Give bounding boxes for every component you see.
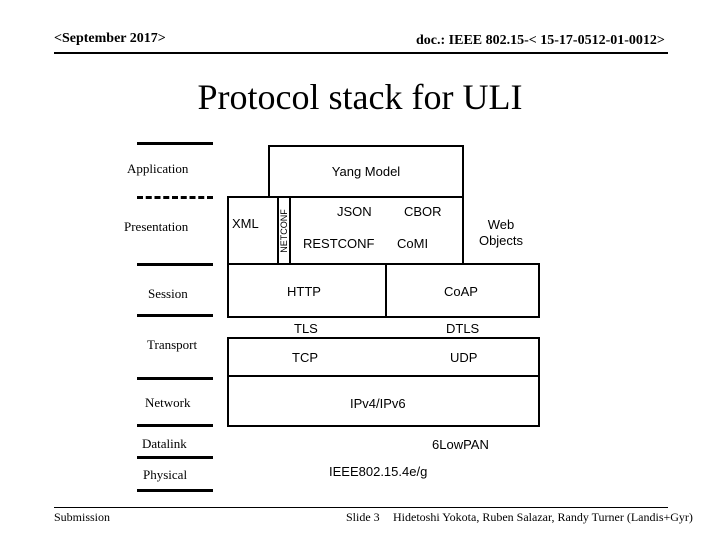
footer-submission: Submission bbox=[54, 510, 111, 524]
layer-network: Network bbox=[145, 395, 191, 410]
xml-label: XML bbox=[232, 216, 259, 231]
restconf-label: RESTCONF bbox=[303, 236, 375, 251]
ipv4-ipv6-label: IPv4/IPv6 bbox=[350, 396, 406, 411]
footer-rule bbox=[54, 507, 668, 508]
layer-transport: Transport bbox=[147, 337, 198, 352]
coap-label: CoAP bbox=[444, 284, 478, 299]
header-date: <September 2017> bbox=[54, 31, 166, 46]
sixlowpan-label: 6LowPAN bbox=[432, 437, 489, 452]
layer-rule-physical-top bbox=[137, 456, 213, 459]
session-divider bbox=[385, 263, 387, 318]
layer-datalink: Datalink bbox=[142, 436, 187, 451]
header-rule bbox=[54, 52, 668, 54]
netconf-label: NETCONF bbox=[279, 209, 289, 253]
presentation-group-box bbox=[227, 196, 464, 266]
layer-rule-top bbox=[137, 142, 213, 145]
layer-rule-session-top bbox=[137, 263, 213, 266]
tcp-label: TCP bbox=[292, 350, 318, 365]
tls-label: TLS bbox=[294, 321, 318, 336]
header-doc-id: doc.: IEEE 802.15-< 15-17-0512-01-0012> bbox=[416, 33, 665, 48]
comi-label: CoMI bbox=[397, 236, 429, 251]
udp-label: UDP bbox=[450, 350, 478, 365]
json-label: JSON bbox=[337, 204, 372, 219]
ieee802154-label: IEEE802.15.4e/g bbox=[329, 464, 428, 479]
layer-session: Session bbox=[148, 286, 188, 301]
layer-application: Application bbox=[127, 161, 189, 176]
footer-slide-number: Slide 3 bbox=[346, 510, 380, 524]
layer-rule-bottom bbox=[137, 489, 213, 492]
http-label: HTTP bbox=[287, 284, 321, 299]
dtls-label: DTLS bbox=[446, 321, 480, 336]
footer-authors: Hidetoshi Yokota, Ruben Salazar, Randy T… bbox=[393, 510, 693, 524]
layer-rule-datalink-top bbox=[137, 424, 213, 427]
layer-physical: Physical bbox=[143, 467, 188, 482]
netconf-wrap: NETCONF bbox=[277, 196, 291, 266]
network-box bbox=[227, 375, 540, 427]
transport-box bbox=[227, 337, 540, 377]
layer-rule-transport-top bbox=[137, 314, 213, 317]
cbor-label: CBOR bbox=[404, 204, 442, 219]
yang-model-label: Yang Model bbox=[331, 164, 401, 179]
layer-rule-dashed bbox=[137, 196, 213, 199]
layer-rule-network-top bbox=[137, 377, 213, 380]
web-objects-label: Web Objects bbox=[478, 217, 524, 248]
slide-title: Protocol stack for ULI bbox=[197, 77, 523, 117]
session-box bbox=[227, 263, 540, 318]
layer-presentation: Presentation bbox=[124, 219, 189, 234]
